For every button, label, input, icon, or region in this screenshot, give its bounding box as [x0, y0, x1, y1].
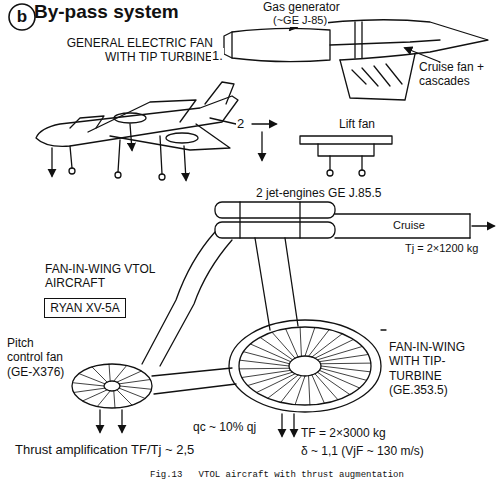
section-letter: b — [8, 3, 36, 31]
node-text: b — [17, 7, 27, 27]
part-name: Pitch control fan (GE-X376) — [6, 336, 70, 379]
thrust-ratio: Thrust amplification TF/Tj ~ 2,5 — [14, 442, 195, 458]
part-name: FAN-IN-WING WITH TIP-TURBINE (GE.353.5) — [388, 340, 494, 398]
circle-outline — [9, 4, 35, 30]
flow-parameter: δ ~ 1,1 (VjF ~ 130 m/s) — [300, 444, 425, 458]
flow-label: Cruise — [392, 219, 426, 232]
view-number: 2 — [236, 116, 245, 132]
name-box: RYAN XV-5A — [44, 298, 126, 318]
figure-caption: Fig.13 VTOL aircraft with thrust augment… — [150, 470, 404, 481]
lift-fan — [252, 124, 392, 176]
part-name: (~GE J-85) — [272, 14, 328, 27]
pitch-control-fan — [72, 364, 152, 432]
part-name: Cruise fan + cascades — [418, 60, 492, 89]
node-text: RYAN XV-5A — [50, 301, 120, 315]
part-name: Lift fan — [338, 117, 376, 131]
xv5a-aircraft — [36, 82, 240, 180]
aircraft-type: FAN-IN-WING VTOL AIRCRAFT — [44, 262, 164, 291]
title: By-pass system — [34, 1, 179, 24]
thrust-value: TF = 2×3000 kg — [300, 426, 387, 440]
thrust-value: Tj = 2×1200 kg — [404, 242, 479, 255]
subtitle: GENERAL ELECTRIC FAN WITH TIP TURBINE — [36, 36, 214, 65]
fan-in-wing — [229, 320, 386, 436]
flow-ratio: qc ~ 10% qj — [192, 420, 257, 434]
view-number: 1. — [211, 48, 224, 64]
part-name: Gas generator — [262, 0, 341, 14]
engine-label: 2 jet-engines GE J.85.5 — [255, 186, 382, 200]
